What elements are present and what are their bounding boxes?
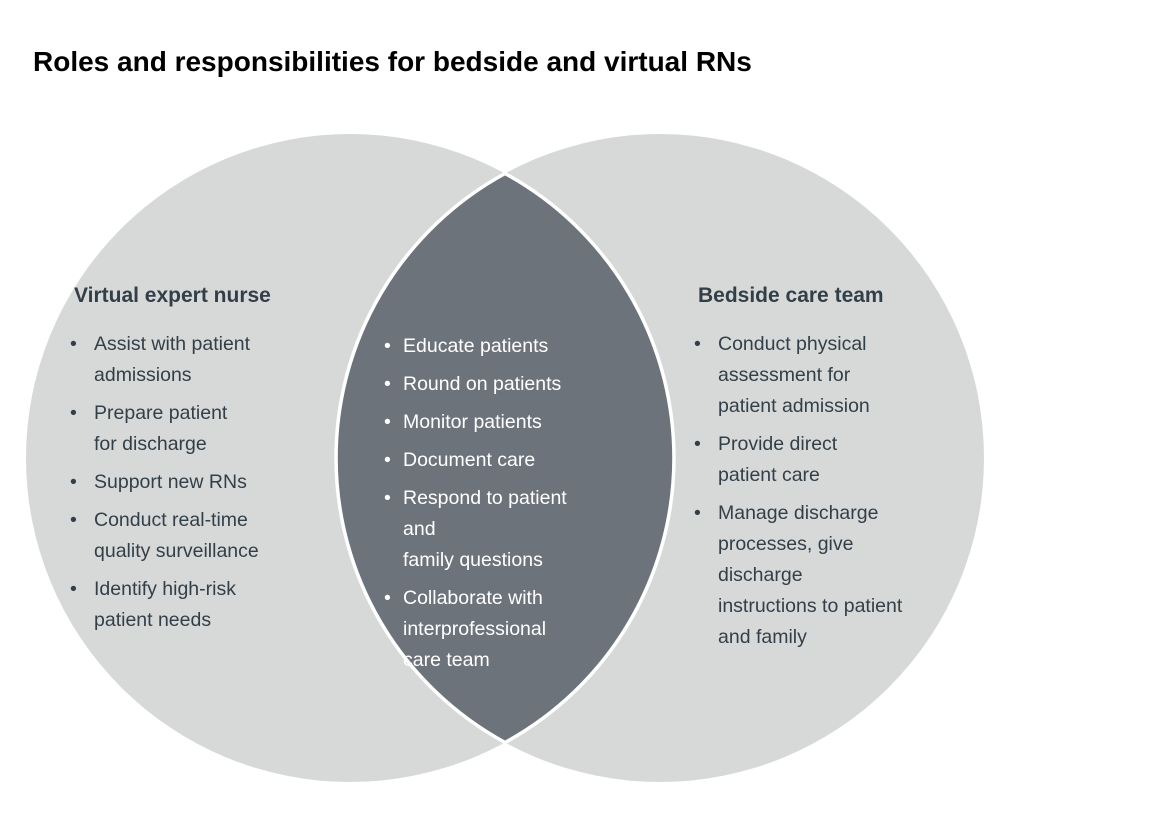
list-item: • Document care — [382, 445, 624, 476]
list-item-text: Identify high-risk patient needs — [94, 578, 236, 631]
list-item-text: Assist with patient admissions — [94, 333, 251, 386]
list-item: • Provide direct patient care — [688, 429, 964, 491]
bullet-icon: • — [694, 333, 701, 355]
right-circle-heading: Bedside care team — [698, 284, 884, 307]
right-circle-list: • Conduct physical assessment for patien… — [688, 329, 964, 653]
list-item: • Collaborate with interprofessional car… — [382, 583, 624, 676]
list-item: • Identify high-risk patient needs — [64, 574, 316, 636]
list-item: • Respond to patient and family question… — [382, 483, 624, 576]
bullet-icon: • — [384, 335, 391, 357]
list-item: • Support new RNs — [64, 467, 316, 498]
list-item: • Manage discharge processes, give disch… — [688, 498, 964, 653]
list-item-text: Educate patients — [403, 335, 549, 357]
left-circle-list: • Assist with patient admissions • Prepa… — [64, 329, 316, 636]
list-item-text: Conduct real-time quality surveillance — [94, 509, 259, 562]
overlap-list: • Educate patients • Round on patients •… — [382, 331, 624, 676]
list-item-text: Manage discharge processes, give dischar… — [718, 502, 903, 648]
page-title: Roles and responsibilities for bedside a… — [33, 46, 752, 77]
list-item: • Conduct real-time quality surveillance — [64, 505, 316, 567]
bullet-icon: • — [70, 471, 77, 493]
bullet-icon: • — [384, 587, 391, 609]
list-item-text: Collaborate with interprofessional care … — [403, 587, 547, 671]
left-circle-heading: Virtual expert nurse — [74, 284, 271, 307]
list-item: • Assist with patient admissions — [64, 329, 316, 391]
list-item-text: Monitor patients — [403, 411, 542, 433]
overlap-lens — [334, 171, 676, 745]
left-circle-content: Virtual expert nurse • Assist with patie… — [64, 284, 316, 643]
list-item: • Educate patients — [382, 331, 624, 362]
right-circle-content: Bedside care team • Conduct physical ass… — [688, 284, 964, 660]
list-item-text: Round on patients — [403, 373, 562, 395]
bullet-icon: • — [70, 333, 77, 355]
list-item: • Round on patients — [382, 369, 624, 400]
bullet-icon: • — [384, 411, 391, 433]
list-item: • Prepare patient for discharge — [64, 398, 316, 460]
list-item-text: Respond to patient and family questions — [403, 487, 567, 571]
list-item: • Monitor patients — [382, 407, 624, 438]
bullet-icon: • — [384, 487, 391, 509]
overlap-content: • Educate patients • Round on patients •… — [382, 331, 624, 683]
list-item-text: Support new RNs — [94, 471, 247, 493]
list-item-text: Prepare patient for discharge — [94, 402, 228, 455]
bullet-icon: • — [384, 373, 391, 395]
list-item: • Conduct physical assessment for patien… — [688, 329, 964, 422]
list-item-text: Provide direct patient care — [718, 433, 838, 486]
list-item-text: Conduct physical assessment for patient … — [718, 333, 870, 417]
bullet-icon: • — [384, 449, 391, 471]
bullet-icon: • — [694, 502, 701, 524]
bullet-icon: • — [694, 433, 701, 455]
list-item-text: Document care — [403, 449, 536, 471]
bullet-icon: • — [70, 402, 77, 424]
bullet-icon: • — [70, 578, 77, 600]
bullet-icon: • — [70, 509, 77, 531]
